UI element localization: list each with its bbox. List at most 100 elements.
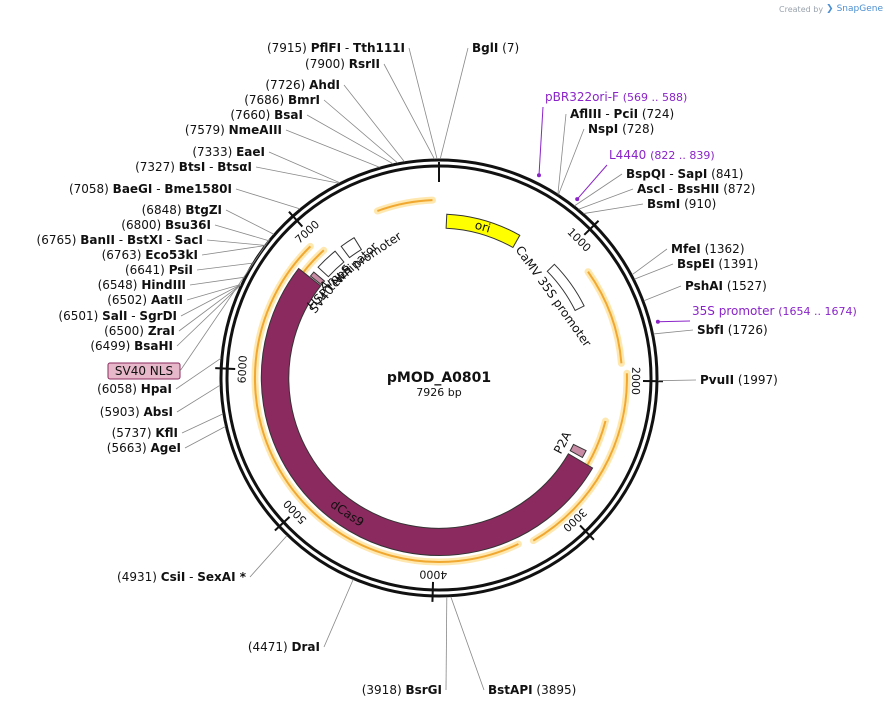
site-leader-btsi — [255, 166, 339, 184]
site-pos-bsahi: (6499) — [90, 339, 130, 353]
site-bsahi[interactable]: (6499) BsaHI — [90, 339, 173, 353]
site-sali[interactable]: (6501) SalI - SgrDI — [58, 309, 177, 323]
site-leader-pvuii — [657, 379, 697, 382]
site-pos-zrai: (6500) — [104, 324, 144, 338]
site-leader-bsrgi — [445, 596, 448, 691]
site-absi[interactable]: (5903) AbsI — [100, 405, 173, 419]
site-mfei[interactable]: MfeI (1362) — [671, 242, 745, 256]
site-leader-baegi — [235, 188, 301, 210]
site-banii[interactable]: (6765) BanII - BstXI - SacI — [37, 233, 203, 247]
feature-ampr-promoter[interactable] — [340, 237, 363, 259]
site-bspqi[interactable]: BspQI - SapI (841) — [626, 167, 743, 181]
site-baegi[interactable]: (7058) BaeGI - Bme1580I — [69, 182, 232, 196]
site-kfli[interactable]: (5737) KflI — [112, 426, 178, 440]
site-pos-bstapi: (3895) — [536, 683, 576, 697]
site-ename-ahdi: AhdI — [309, 78, 340, 92]
site-rsrii[interactable]: (7900) RsrII — [305, 57, 380, 71]
site-nspi[interactable]: NspI (728) — [588, 122, 654, 136]
primer-range: (1654 .. 1674) — [778, 305, 857, 318]
primer-2[interactable]: 35S promoter (1654 .. 1674) — [692, 304, 857, 318]
primer-name: L4440 — [609, 148, 646, 162]
site-leader-hindiii — [189, 276, 245, 286]
site-leader-bmri — [323, 99, 398, 164]
orf-glow-1 — [584, 268, 625, 367]
site-ename-bspqi: BspQI — [626, 167, 666, 181]
primer-1[interactable]: L4440 (822 .. 839) — [609, 148, 715, 162]
site-pos-agei: (5663) — [107, 441, 147, 455]
site-aatii[interactable]: (6502) AatII — [107, 293, 183, 307]
site-pos-pflfi: (7915) — [267, 41, 307, 55]
site-btsi[interactable]: (7327) BtsI - BtsαI — [135, 160, 252, 174]
site-drai[interactable]: (4471) DraI — [248, 640, 320, 654]
credit-prefix: Created by — [779, 4, 824, 14]
site-bspei[interactable]: BspEI (1391) — [677, 257, 758, 271]
site-pos-aatii: (6502) — [107, 293, 147, 307]
site-pos-btsi: (7327) — [135, 160, 175, 174]
site-ename-asci: BssHII — [677, 182, 719, 196]
site-btgzi[interactable]: (6848) BtgZI — [142, 203, 222, 217]
site-pflfi[interactable]: (7915) PflFI - Tth111I — [267, 41, 405, 55]
feature-dcas9[interactable] — [260, 267, 594, 556]
site-bsu36i[interactable]: (6800) Bsu36I — [121, 218, 211, 232]
site-sbfi[interactable]: SbfI (1726) — [697, 323, 768, 337]
site-leader-bsu36i — [214, 224, 269, 241]
site-hpai[interactable]: (6058) HpaI — [97, 382, 172, 396]
site-pos-pvuii: (1997) — [738, 373, 778, 387]
site-pos-bspei: (1391) — [718, 257, 758, 271]
primer-marker-2 — [655, 319, 660, 324]
site-ahdi[interactable]: (7726) AhdI — [265, 78, 340, 92]
site-pos-absi: (5903) — [100, 405, 140, 419]
feature-camv-35s-promoter[interactable] — [546, 263, 585, 312]
site-ename-banii: BstXI — [127, 233, 163, 247]
site-psii[interactable]: (6641) PsiI — [125, 263, 193, 277]
site-ename-mfei: MfeI — [671, 242, 701, 256]
orf-arc-1 — [587, 271, 623, 364]
site-ename-btsi: BtsI — [179, 160, 206, 174]
primer-leader-1 — [576, 164, 608, 200]
site-ename-sali: SalI — [102, 309, 127, 323]
site-pos-csii: (4931) — [117, 570, 157, 584]
site-bsrgi[interactable]: (3918) BsrGI — [362, 683, 442, 697]
site-bsai[interactable]: (7660) BsaI — [230, 108, 303, 122]
site-leader-btgzi — [225, 209, 274, 235]
site-bgli[interactable]: BglI (7) — [472, 41, 519, 55]
site-asci[interactable]: AscI - BssHII (872) — [637, 182, 756, 196]
site-pos-nspi: (728) — [622, 122, 654, 136]
site-leader-bsahi — [176, 284, 242, 347]
site-pos-asci: (872) — [723, 182, 755, 196]
site-ename-afliii: AflIII — [570, 107, 602, 121]
site-leader-bsmi — [583, 203, 644, 214]
site-ename-eco53ki: Eco53kI — [145, 248, 198, 262]
site-pshai[interactable]: PshAI (1527) — [685, 279, 767, 293]
site-leader-nmeaiii — [285, 129, 380, 168]
site-eaei[interactable]: (7333) EaeI — [192, 145, 265, 159]
feature-p2a[interactable] — [569, 443, 587, 459]
site-pvuii[interactable]: PvuII (1997) — [700, 373, 778, 387]
site-afliii[interactable]: AflIII - PciI (724) — [570, 107, 674, 121]
orf-arc-2 — [532, 373, 628, 542]
snapgene-logo-icon: ❯ — [826, 4, 834, 14]
site-agei[interactable]: (5663) AgeI — [107, 441, 181, 455]
feature-ori[interactable] — [445, 213, 521, 249]
site-nmeaiii[interactable]: (7579) NmeAIII — [185, 123, 282, 137]
sv40-nls-callout-label: SV40 NLS — [115, 364, 173, 378]
plasmid-length: 7926 bp — [416, 386, 461, 399]
site-leader-afliii — [557, 113, 567, 195]
site-bsmi[interactable]: BsmI (910) — [647, 197, 716, 211]
site-ename-bsu36i: Bsu36I — [165, 218, 211, 232]
site-hindiii[interactable]: (6548) HindIII — [98, 278, 186, 292]
primer-leader-0 — [538, 106, 544, 176]
feature-sv40-nls[interactable] — [309, 271, 326, 286]
site-leader-kfli — [181, 413, 224, 434]
primer-range: (569 .. 588) — [623, 91, 688, 104]
feature-hsp-terminator[interactable] — [317, 250, 345, 278]
site-pos-bspqi: (841) — [711, 167, 743, 181]
site-eco53ki[interactable]: (6763) Eco53kI — [102, 248, 198, 262]
primer-0[interactable]: pBR322ori-F (569 .. 588) — [545, 90, 687, 104]
site-leader-zrai — [178, 284, 242, 332]
site-csii[interactable]: (4931) CsiI - SexAI * — [117, 570, 247, 584]
site-zrai[interactable]: (6500) ZraI — [104, 324, 175, 338]
tick-label-2000: 2000 — [629, 367, 642, 395]
site-bmri[interactable]: (7686) BmrI — [244, 93, 320, 107]
site-bstapi[interactable]: BstAPI (3895) — [488, 683, 576, 697]
